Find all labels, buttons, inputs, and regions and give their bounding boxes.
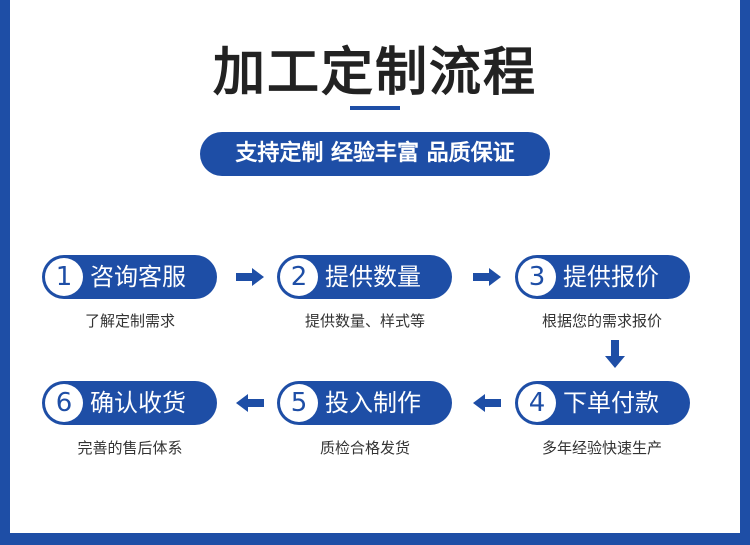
subtitle-badge: 支持定制 经验丰富 品质保证 <box>200 132 550 176</box>
arrow-down-icon <box>605 340 625 368</box>
title-underline <box>350 106 400 110</box>
step-4-desc: 多年经验快速生产 <box>541 439 662 457</box>
page-title: 加工定制流程 <box>212 43 537 103</box>
step-2-number: 2 <box>280 258 318 296</box>
step-1-pill: 1 咨询客服 <box>42 255 217 299</box>
arrow-right-icon <box>473 268 501 286</box>
step-6-pill: 6 确认收货 <box>42 381 217 425</box>
arrow-left-icon <box>236 394 264 412</box>
step-2-desc: 提供数量、样式等 <box>304 312 425 330</box>
step-5-pill: 5 投入制作 <box>277 381 452 425</box>
step-4-label: 下单付款 <box>563 389 659 417</box>
step-1-desc: 了解定制需求 <box>84 312 175 330</box>
step-3-number: 3 <box>518 258 556 296</box>
arrow-right-icon <box>236 268 264 286</box>
step-2-label: 提供数量 <box>325 263 421 291</box>
step-5-number: 5 <box>280 384 318 422</box>
step-6-label: 确认收货 <box>90 389 186 417</box>
step-3-label: 提供报价 <box>563 263 659 291</box>
step-2-pill: 2 提供数量 <box>277 255 452 299</box>
step-5-label: 投入制作 <box>325 389 421 417</box>
step-4-number: 4 <box>518 384 556 422</box>
step-1-number: 1 <box>45 258 83 296</box>
step-4-pill: 4 下单付款 <box>515 381 690 425</box>
step-6-desc: 完善的售后体系 <box>77 439 183 457</box>
step-5-desc: 质检合格发货 <box>319 439 410 457</box>
step-6-number: 6 <box>45 384 83 422</box>
step-3-pill: 3 提供报价 <box>515 255 690 299</box>
step-1-label: 咨询客服 <box>90 263 186 291</box>
step-3-desc: 根据您的需求报价 <box>541 312 662 330</box>
arrow-left-icon <box>473 394 501 412</box>
